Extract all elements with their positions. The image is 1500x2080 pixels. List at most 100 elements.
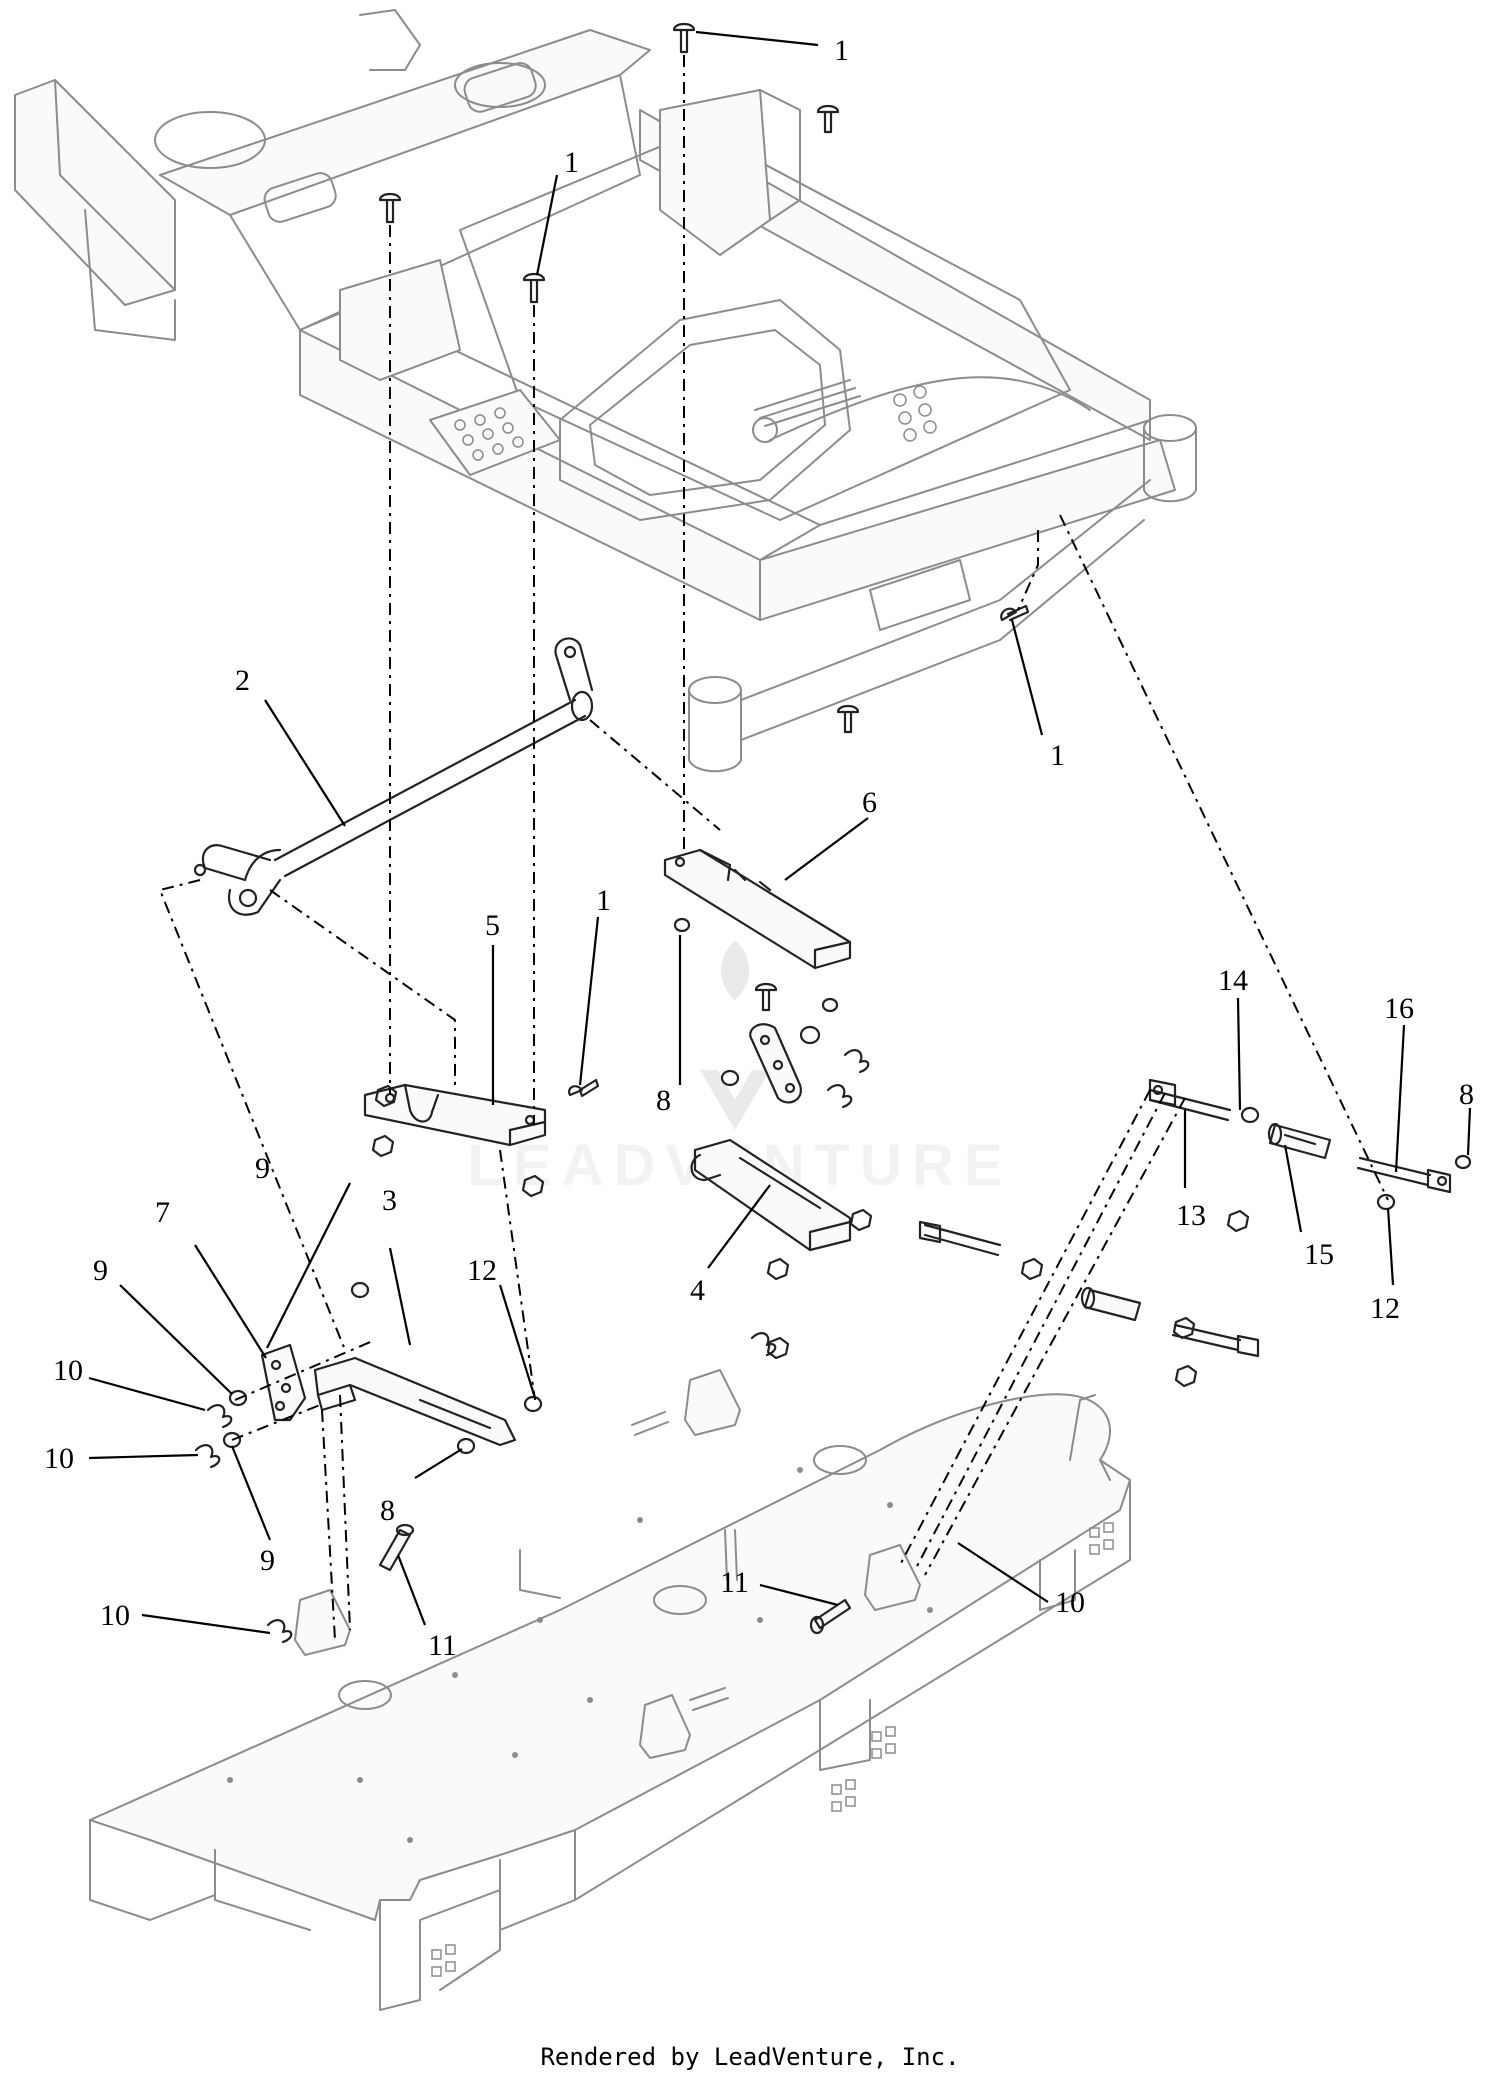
- hairpin-clip: [843, 1049, 870, 1074]
- pivot-arm-slot: [738, 1156, 822, 1210]
- front-hanger: [260, 1343, 517, 1447]
- mower-deck-front-skirt-2: [214, 1849, 311, 1931]
- frame-caster-tube-right-top: [1143, 414, 1197, 442]
- leader-line: [695, 30, 819, 47]
- clevis-pin: [813, 1598, 852, 1630]
- rod-lower-right: [1171, 1323, 1242, 1352]
- assembly-line: [234, 1339, 376, 1401]
- clevis-pin-head: [809, 1615, 825, 1635]
- right-mount-bracket-body: [663, 848, 852, 970]
- deck-pin: [631, 1411, 669, 1436]
- hanger-arm-3: [313, 1356, 517, 1447]
- assembly-line: [924, 1097, 1186, 1576]
- mower-deck: [89, 1369, 1131, 2011]
- rod-lower-right-clevis: [1236, 1334, 1260, 1358]
- hairpin-clip: [826, 1084, 853, 1109]
- assembly-line: [269, 889, 456, 1090]
- callout-1: 1: [564, 146, 579, 179]
- pivot-arm-body: [693, 1138, 852, 1252]
- hex-nut: [1226, 1209, 1250, 1233]
- hairpin-clip: [266, 1619, 293, 1644]
- leader-line: [414, 1448, 463, 1479]
- hanger-plate-7-hole: [274, 1400, 286, 1412]
- leader-line: [388, 1247, 412, 1346]
- pivot-plate-hole: [759, 1034, 771, 1046]
- assembly-line: [499, 1149, 536, 1401]
- callout-4: 4: [690, 1274, 705, 1307]
- watermark-flame-icon: [721, 940, 750, 1000]
- frame-floor-opening: [559, 299, 851, 521]
- frame-pulley-boss: [869, 559, 971, 631]
- frame-right-bracket: [659, 89, 771, 256]
- callout-5: 5: [485, 909, 500, 942]
- adjustment-linkage: [918, 1078, 1452, 1358]
- leader-line: [707, 1184, 771, 1269]
- frame-seat-pad-right: [463, 62, 537, 113]
- frame-main-rail-top: [299, 304, 821, 561]
- left-mount-bracket-notch: [403, 1083, 440, 1123]
- washer: [456, 1437, 476, 1455]
- callout-14: 14: [1218, 964, 1248, 997]
- leader-line: [264, 699, 346, 827]
- lift-shaft-end-right: [570, 690, 594, 722]
- pivot-arm: [690, 1023, 852, 1252]
- hex-nut: [371, 1134, 395, 1158]
- carriage-bolt: [1000, 604, 1030, 622]
- mower-deck-spindle-hole: [653, 1585, 707, 1615]
- callout-13: 13: [1176, 1199, 1206, 1232]
- hex-nut: [374, 1084, 398, 1108]
- callout-16: 16: [1384, 992, 1414, 1025]
- hairpin-clip: [194, 1444, 221, 1469]
- rod-13-hole: [1152, 1084, 1164, 1096]
- lift-shaft-pin: [193, 863, 207, 877]
- callout-10: 10: [100, 1599, 130, 1632]
- frame-left-rail: [14, 79, 176, 306]
- carriage-bolt: [816, 104, 840, 134]
- carriage-bolts: [378, 22, 1030, 1098]
- leader-line: [578, 916, 600, 1086]
- mower-deck-spindle-hole: [813, 1445, 867, 1475]
- leader-line: [1386, 1207, 1395, 1286]
- mower-deck-spindle-hole: [338, 1680, 392, 1710]
- assembly-line: [589, 719, 721, 831]
- washer: [1376, 1193, 1396, 1211]
- hairpin-clip: [206, 1404, 233, 1429]
- hex-nut: [766, 1336, 790, 1360]
- frame-caster-tube-right: [1143, 427, 1197, 503]
- deck-hanger-front-left: [294, 1589, 351, 1656]
- callout-2: 2: [235, 664, 250, 697]
- frame-right-bracket-side: [759, 89, 801, 221]
- frame-control-cable: [769, 376, 1091, 441]
- callout-9: 9: [260, 1544, 275, 1577]
- frame-floor-opening-inner: [589, 329, 826, 496]
- callout-9: 9: [93, 1254, 108, 1287]
- hex-nut: [849, 1208, 873, 1232]
- hex-nut: [521, 1174, 545, 1198]
- callout-11: 11: [720, 1566, 749, 1599]
- frame-top-hole-right: [454, 62, 546, 108]
- callout-15: 15: [1304, 1238, 1334, 1271]
- washer: [1240, 1106, 1260, 1124]
- leader-line: [1466, 1107, 1472, 1156]
- lift-shaft-arm-left-hole: [238, 888, 258, 908]
- deck-hanger-mid: [639, 1694, 691, 1759]
- callout-3: 3: [382, 1184, 397, 1217]
- hairpin-clip: [750, 1332, 777, 1357]
- lift-shaft-arm-left-plate: [227, 878, 282, 916]
- hanger-plate-7-hole: [280, 1382, 292, 1394]
- leader-line: [1236, 997, 1242, 1111]
- mower-deck-side-baffle: [819, 1549, 1076, 1771]
- lift-shaft-arm-left: [201, 844, 282, 882]
- turnbuckle-15: [1268, 1123, 1332, 1160]
- mower-deck-rear-chute: [1069, 1394, 1111, 1481]
- hex-nut: [1172, 1316, 1196, 1340]
- rod-16-clevis: [1426, 1168, 1452, 1194]
- assembly-line: [231, 1404, 321, 1441]
- assembly-line: [899, 1089, 1151, 1566]
- deck-pin: [724, 1529, 738, 1581]
- callout-1: 1: [1050, 739, 1065, 772]
- washer: [799, 1025, 821, 1045]
- assembly-line: [1059, 514, 1389, 1201]
- turnbuckle-lower: [1083, 1288, 1142, 1322]
- mower-deck-square-holes: [431, 1522, 1114, 1977]
